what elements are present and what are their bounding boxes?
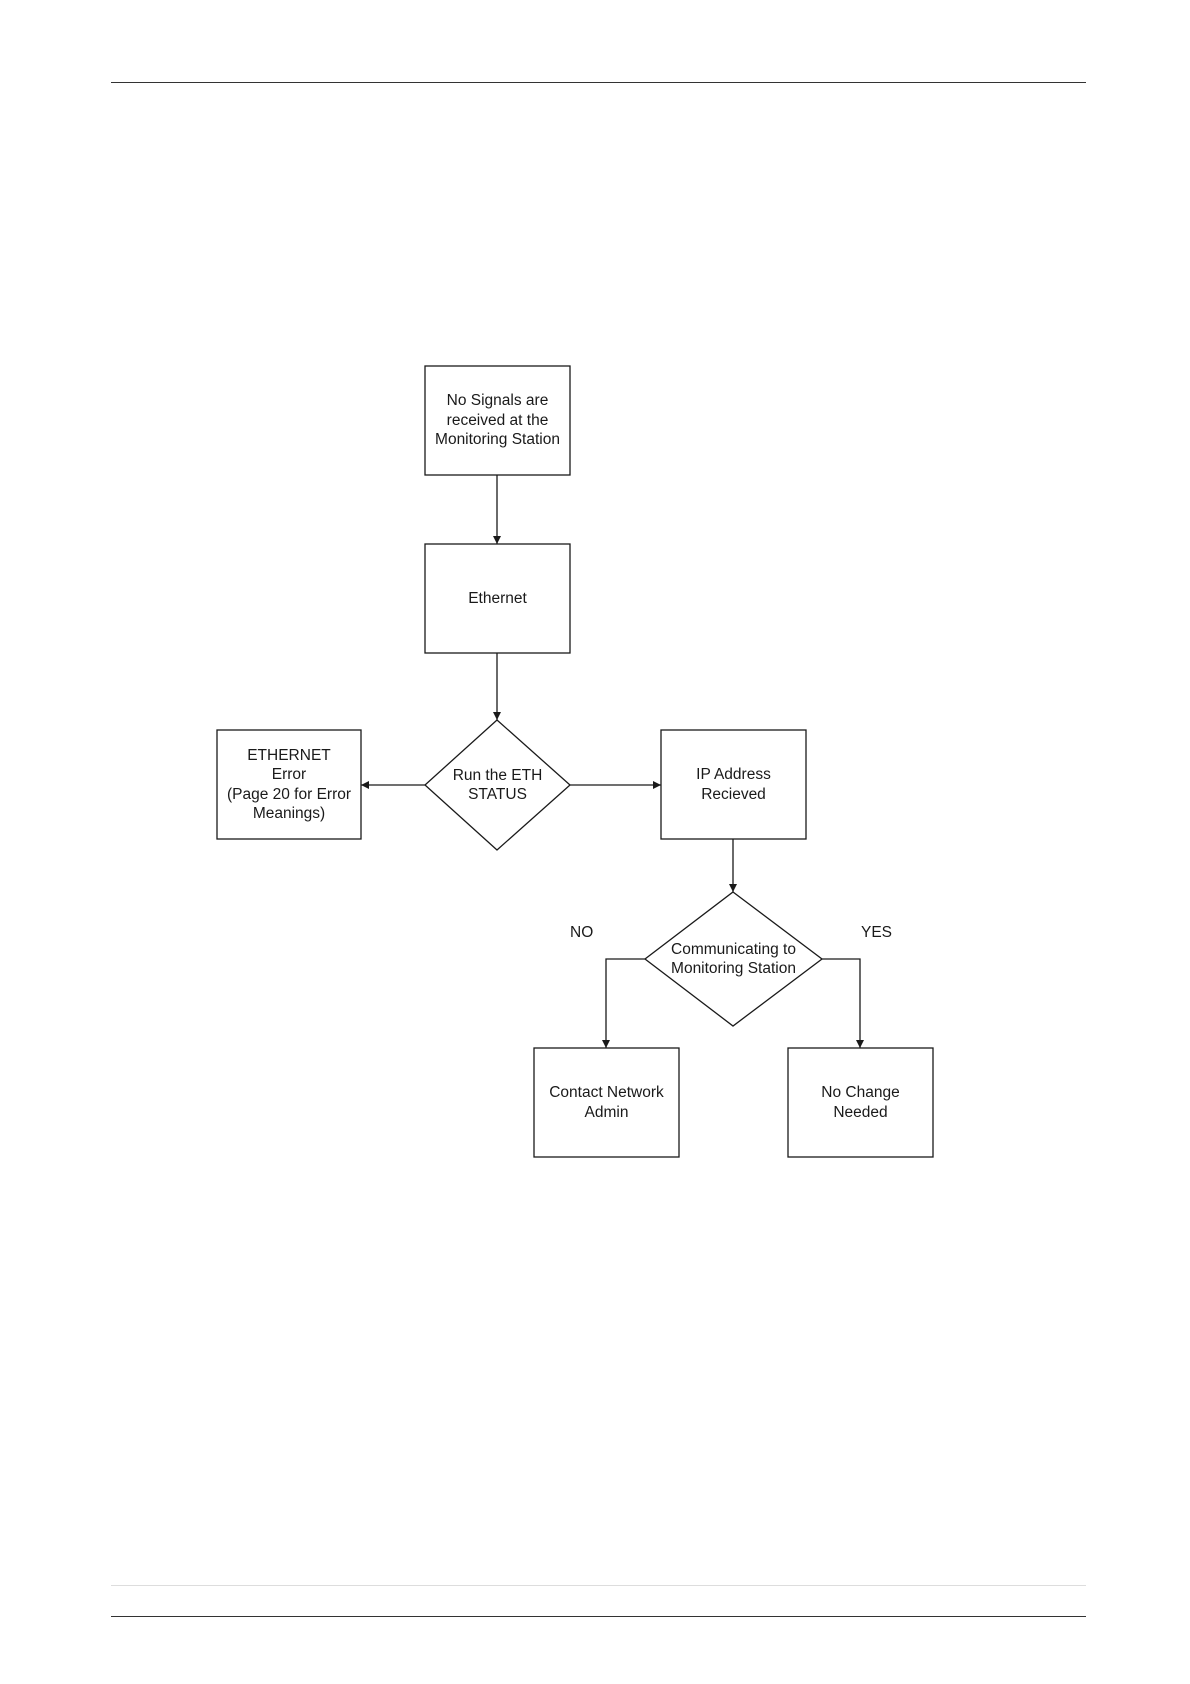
node-contact-admin-label: Contact Network Admin bbox=[534, 1048, 679, 1157]
node-start-label: No Signals are received at the Monitorin… bbox=[425, 366, 570, 475]
edge-communicating-to-no-change bbox=[822, 959, 860, 1048]
branch-label-no: NO bbox=[570, 924, 593, 942]
node-ip-address-label: IP Address Recieved bbox=[661, 730, 806, 839]
node-communicating-label: Communicating to Monitoring Station bbox=[645, 892, 822, 1026]
node-no-change-label: No Change Needed bbox=[788, 1048, 933, 1157]
node-ethernet-label: Ethernet bbox=[425, 544, 570, 653]
node-eth-status-label: Run the ETH STATUS bbox=[425, 720, 570, 850]
footer-rule bbox=[111, 1616, 1086, 1617]
footer-rule-light bbox=[111, 1585, 1086, 1586]
node-ethernet-error-label: ETHERNET Error (Page 20 for Error Meanin… bbox=[217, 730, 361, 839]
branch-label-yes: YES bbox=[861, 924, 892, 942]
edge-communicating-to-contact-admin bbox=[606, 959, 645, 1048]
